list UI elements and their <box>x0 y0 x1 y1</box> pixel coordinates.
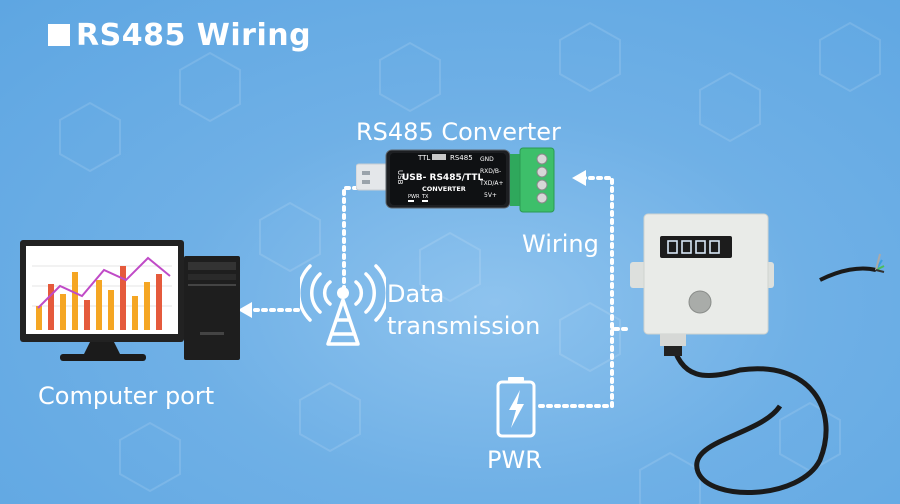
monitor-stand <box>60 354 146 361</box>
screen-bar-decoration <box>36 306 42 330</box>
sensor-probe-icon <box>688 290 712 314</box>
screen-bar-decoration <box>120 266 126 330</box>
converter-pin-label: 5V+ <box>484 192 497 199</box>
power-label: PWR <box>487 446 542 474</box>
arrow-left-icon <box>238 302 252 318</box>
converter-led-label: TX <box>421 194 429 200</box>
data-transmission-label: Data transmission <box>387 278 540 342</box>
screen-bar-decoration <box>108 290 114 330</box>
page-title: RS485 Wiring <box>48 18 311 53</box>
computer-icon <box>20 240 240 361</box>
screen-bar-decoration <box>156 274 162 330</box>
screen-bar-decoration <box>84 300 90 330</box>
converter-usb-side-label: USB <box>396 170 404 185</box>
line-sensor-to-converter <box>580 176 628 331</box>
data-label-line2: transmission <box>387 312 541 340</box>
chart-trend-line <box>37 256 171 309</box>
converter-ttl-label: TTL <box>417 154 430 162</box>
rs485-sensor-device <box>630 213 885 495</box>
sensor-housing <box>643 213 769 335</box>
converter-main-text: USB- RS485/TTL <box>402 173 483 183</box>
title-square-icon <box>48 24 70 46</box>
arrow-left-icon <box>572 170 586 186</box>
lightning-icon <box>509 390 524 428</box>
converter-pin-label: RXD/B- <box>480 168 501 175</box>
usb-rs485-converter: TTL RS485 USB- RS485/TTL CONVERTER USB G… <box>356 147 555 213</box>
antenna-icon <box>300 264 386 346</box>
page-title-text: RS485 Wiring <box>76 18 312 53</box>
screen-bar-decoration <box>60 294 66 330</box>
computer-port-label: Computer port <box>38 382 215 410</box>
screen-bar-decoration <box>132 296 138 330</box>
screen-bar-decoration <box>48 284 54 330</box>
sensor-cable <box>669 339 829 495</box>
wiring-label: Wiring <box>522 230 599 258</box>
converter-label: RS485 Converter <box>356 118 561 146</box>
converter-switch-icon <box>432 154 446 160</box>
converter-led-label: PWR <box>408 194 420 200</box>
converter-sub-text: CONVERTER <box>422 185 466 193</box>
line-power-to-sensor <box>538 327 614 408</box>
screen-bar-decoration <box>96 280 102 330</box>
converter-rs485-label: RS485 <box>450 154 473 162</box>
converter-pin-label: TXD/A+ <box>479 180 504 187</box>
data-label-line1: Data <box>387 280 445 308</box>
screen-bar-decoration <box>72 272 78 330</box>
computer-tower <box>184 256 240 360</box>
screen-bar-decoration <box>144 282 150 330</box>
battery-icon <box>496 377 536 438</box>
converter-pin-label: GND <box>480 156 494 163</box>
